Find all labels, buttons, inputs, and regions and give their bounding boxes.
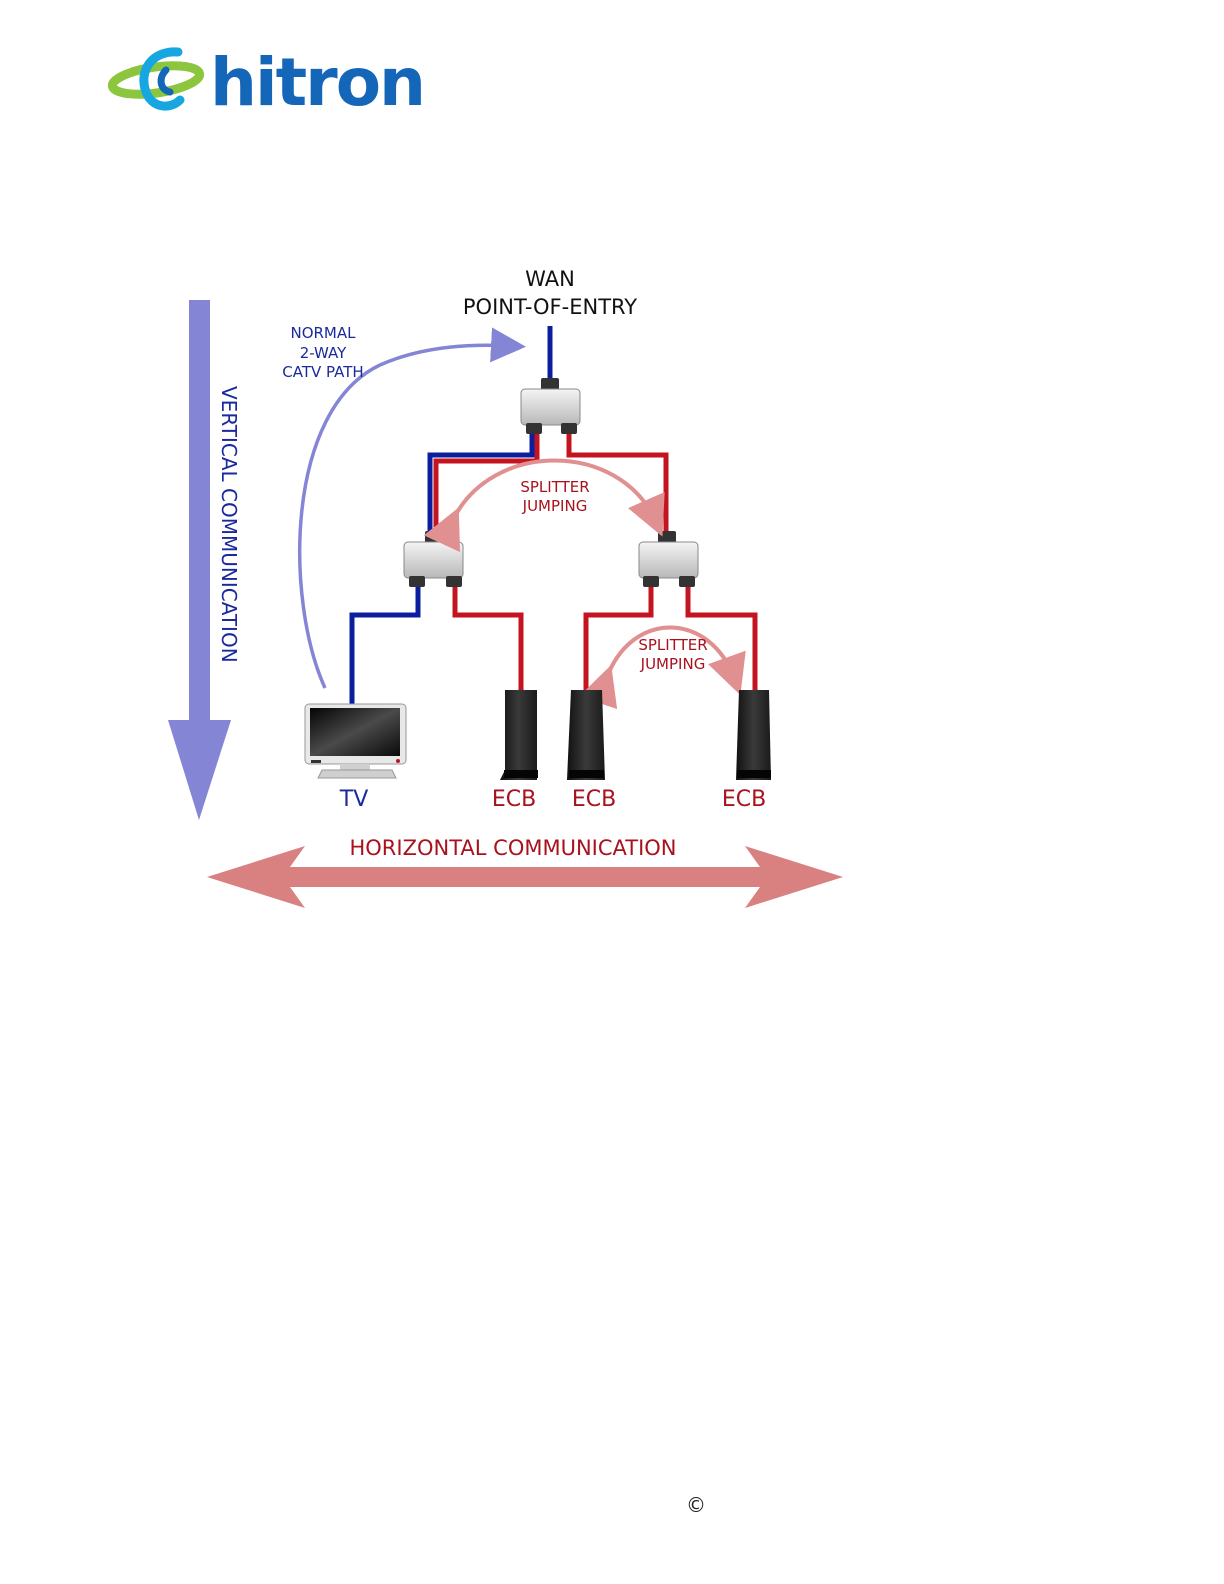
normal-path-label-3: CATV PATH [282, 363, 363, 381]
copyright-symbol: © [686, 1493, 706, 1517]
normal-path-label-1: NORMAL [290, 324, 356, 342]
splitter-jumping-top-label-2: JUMPING [522, 497, 588, 515]
normal-catv-path-arrow [300, 345, 512, 688]
tv-icon [305, 704, 406, 778]
ecb-device-3-icon [736, 690, 771, 780]
point-of-entry-label: POINT-OF-ENTRY [463, 295, 637, 319]
ecb-device-1-icon [500, 690, 538, 780]
splitter-jumping-bottom-label-2: JUMPING [640, 655, 706, 673]
left-splitter-red-to-ecb1 [455, 585, 521, 690]
ecb-device-2-icon [567, 690, 605, 780]
normal-path-label-2: 2-WAY [300, 344, 347, 362]
splitter-jumping-top-label-1: SPLITTER [520, 478, 589, 496]
left-splitter-blue-to-tv [352, 585, 418, 705]
ecb-label-2: ECB [572, 787, 616, 812]
top-left-blue-cable [430, 430, 532, 535]
tv-label: TV [339, 787, 369, 812]
top-splitter-icon [521, 378, 580, 434]
horizontal-communication-label: HORIZONTAL COMMUNICATION [349, 836, 676, 860]
ecb-label-1: ECB [492, 787, 536, 812]
left-splitter-icon [404, 531, 463, 587]
vertical-communication-label: VERTICAL COMMUNICATION [217, 386, 241, 663]
ecb-label-3: ECB [722, 787, 766, 812]
splitter-jumping-bottom-label-1: SPLITTER [638, 636, 707, 654]
wan-label: WAN [525, 267, 575, 291]
network-diagram: VERTICAL COMMUNICATION HORIZONTAL COMMUN… [0, 0, 1224, 1000]
right-splitter-icon [639, 531, 698, 587]
